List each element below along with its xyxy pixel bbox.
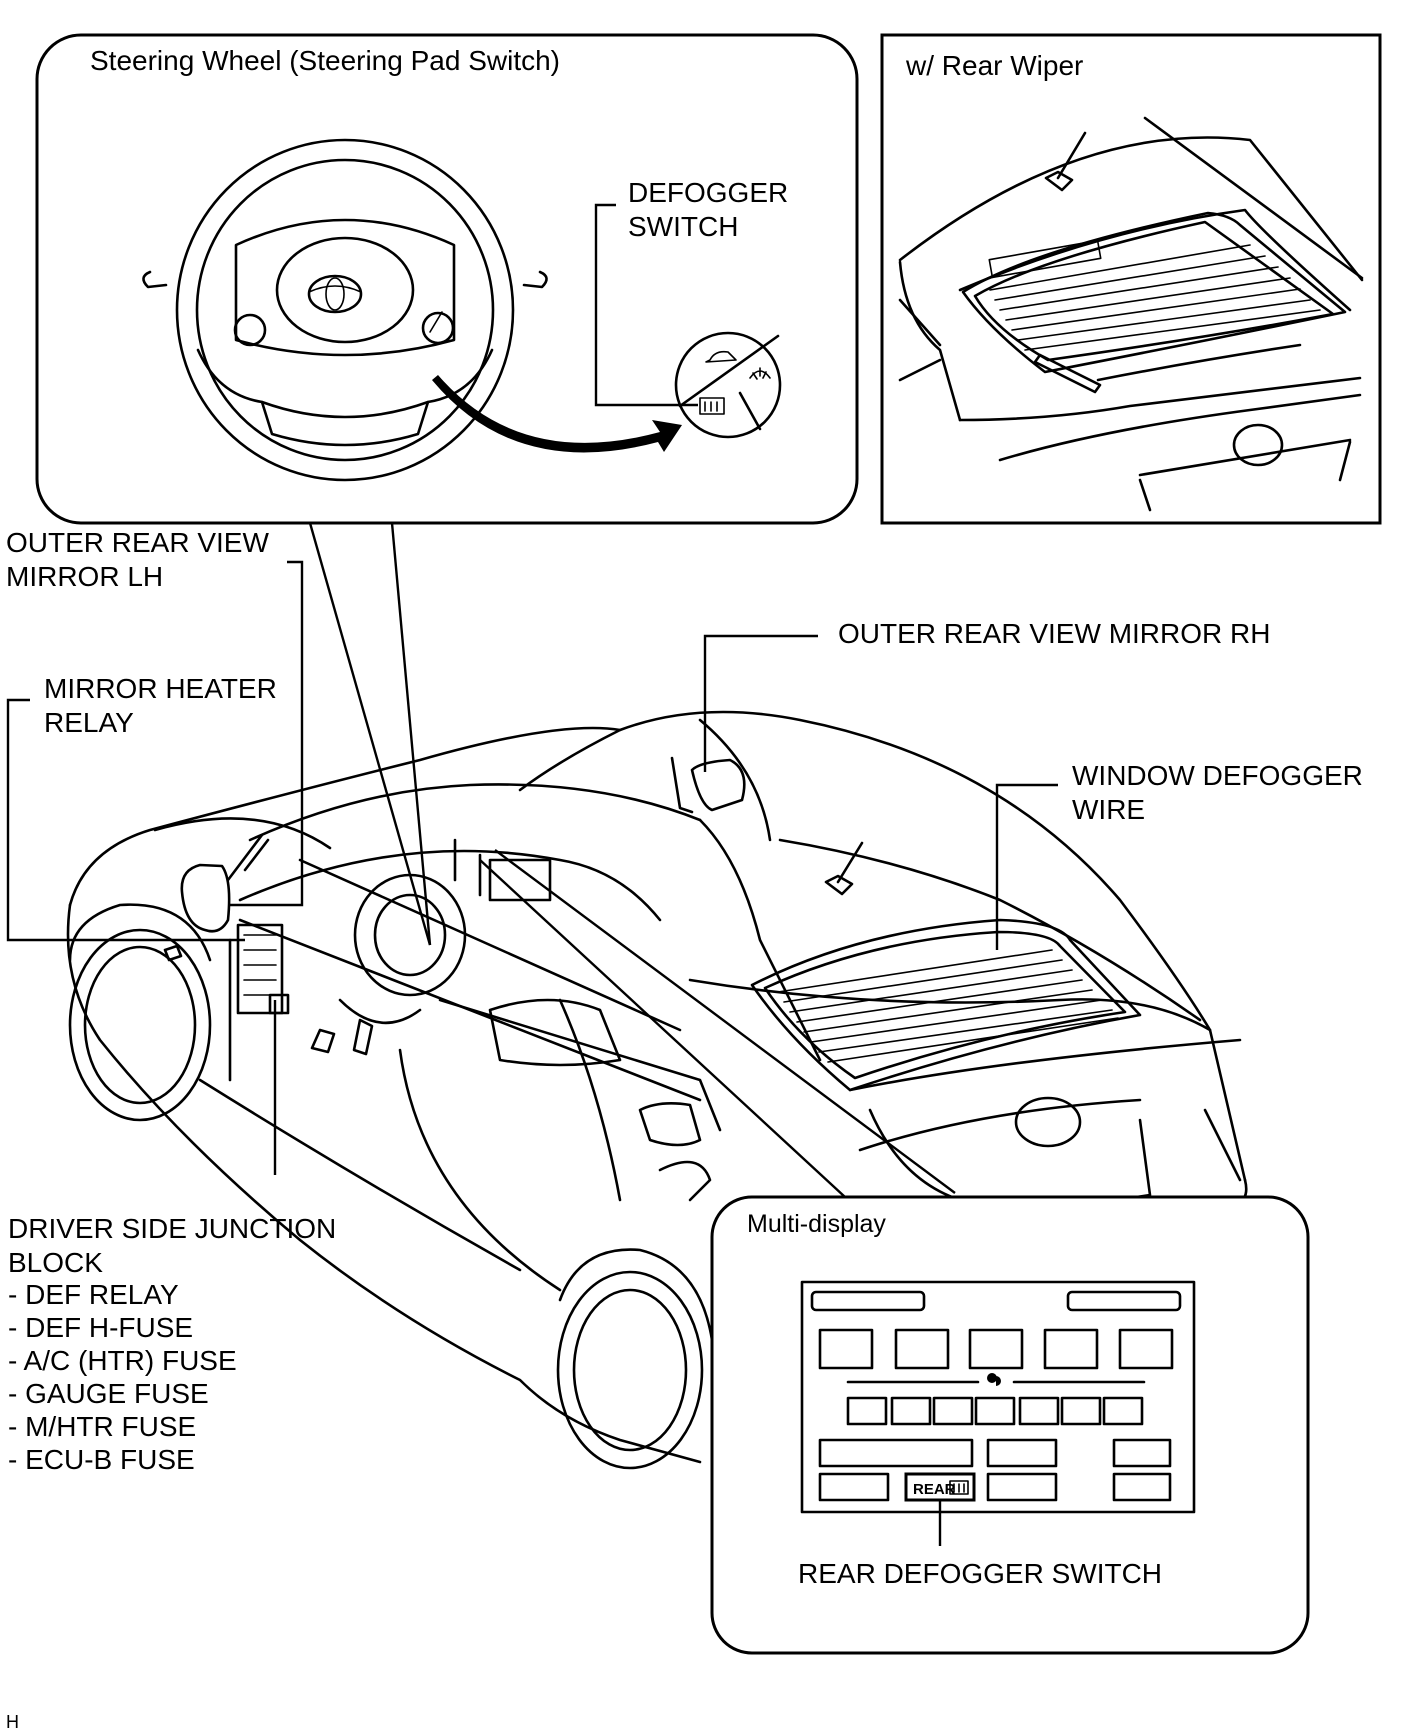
multi-display-screen: REAR [800,1280,1196,1514]
mirror-heater-relay-leader [6,698,245,942]
multi-display-panel: Multi-display REAR [710,1195,1310,1655]
window-defogger-wire-label-2: WIRE [1072,794,1145,825]
mirror-heater-relay-label-2: RELAY [44,707,134,738]
junction-item: - DEF H-FUSE [8,1312,193,1343]
rear-defogger-switch-label: REAR DEFOGGER SWITCH [798,1558,1162,1589]
rear-defogger-button-text: REAR [913,1481,956,1498]
outer-mirror-lh-label-1: OUTER REAR VIEW [6,527,269,558]
window-defogger-wire-label-1: WINDOW DEFOGGER [1072,760,1363,791]
steering-callout-line-1 [308,522,432,946]
outer-mirror-lh-callout: OUTER REAR VIEW MIRROR LH [6,527,304,907]
rear-window-illustration [898,116,1364,512]
defogger-switch-leader [594,203,698,407]
defogger-switch-detail [674,331,782,439]
outer-mirror-rh-callout: OUTER REAR VIEW MIRROR RH [703,618,1270,772]
junction-item: - GAUGE FUSE [8,1378,209,1409]
window-defogger-wire-leader [995,783,1058,950]
fan-icon [987,1373,1001,1386]
multi-display-title: Multi-display [747,1210,886,1238]
steering-wheel-illustration [142,138,548,482]
display-callout-line-1 [479,859,846,1198]
junction-block-label-2: BLOCK [8,1247,103,1278]
junction-item: - A/C (HTR) FUSE [8,1345,237,1376]
mirror-heater-relay-label-1: MIRROR HEATER [44,673,277,704]
junction-item: - M/HTR FUSE [8,1411,196,1442]
figure-code: H [6,1712,19,1732]
junction-item: - ECU-B FUSE [8,1444,195,1475]
display-callout-line-2 [494,849,956,1194]
outer-mirror-rh-label: OUTER REAR VIEW MIRROR RH [838,618,1270,649]
steering-wheel-panel: Steering Wheel (Steering Pad Switch) [35,33,859,525]
outer-mirror-lh-leader [230,560,304,907]
outer-mirror-lh-label-2: MIRROR LH [6,561,163,592]
driver-side-junction-block-callout: DRIVER SIDE JUNCTION BLOCK - DEF RELAY -… [8,1000,336,1475]
window-defogger-wire-callout: WINDOW DEFOGGER WIRE [995,760,1363,950]
defogger-switch-label-2: SWITCH [628,211,738,242]
junction-block-label-1: DRIVER SIDE JUNCTION [8,1213,336,1244]
rear-wiper-panel-title: w/ Rear Wiper [905,50,1083,81]
rear-defogger-button[interactable]: REAR [904,1472,976,1502]
defogger-switch-label-1: DEFOGGER [628,177,788,208]
steering-callout-line-2 [390,522,432,946]
defogger-grid-lines-small [989,244,1321,351]
window-defogger-grid-lines [777,949,1119,1063]
junction-item: - DEF RELAY [8,1279,179,1310]
steering-panel-title: Steering Wheel (Steering Pad Switch) [90,45,560,76]
vehicle-illustration [66,710,1248,1470]
outer-mirror-rh-leader [703,634,818,772]
mirror-heater-relay-callout: MIRROR HEATER RELAY [6,673,277,942]
rear-wiper-panel: w/ Rear Wiper [880,33,1382,525]
